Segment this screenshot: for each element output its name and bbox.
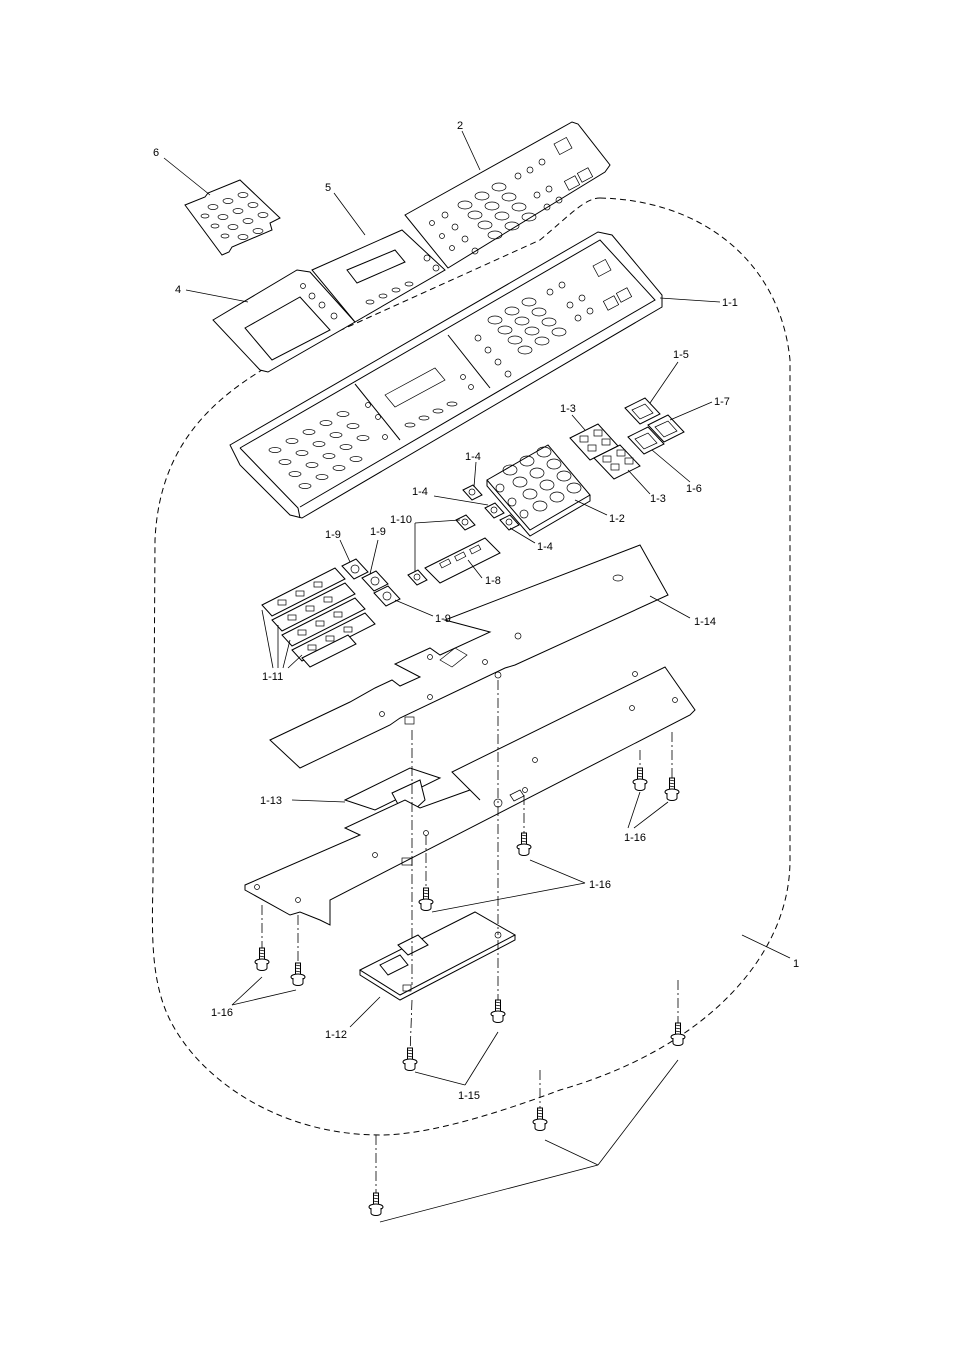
screw — [402, 1047, 418, 1071]
leader-lines — [163, 130, 791, 1223]
label-2: 2 — [457, 120, 463, 132]
screw — [290, 962, 306, 986]
part-1-10-key-lower — [407, 569, 428, 586]
label-1-3-lower: 1-3 — [650, 493, 666, 505]
label-1-8: 1-8 — [485, 575, 501, 587]
label-1-4-right: 1-4 — [537, 541, 553, 553]
label-1: 1 — [793, 958, 799, 970]
screw — [664, 777, 680, 801]
label-1-5: 1-5 — [673, 349, 689, 361]
label-1-7: 1-7 — [714, 396, 730, 408]
screw — [490, 999, 506, 1023]
part-labels: 6 5 2 4 1-1 1-5 1-7 1-3 1-6 1-3 1-4 1-4 … — [153, 120, 799, 1102]
screw — [670, 1022, 686, 1046]
part-1-4-key-c — [499, 514, 520, 531]
part-1-2-rubber-keypad — [486, 444, 591, 537]
label-1-16-right: 1-16 — [624, 832, 646, 844]
part-1-5-key — [624, 397, 661, 425]
label-1-14: 1-14 — [694, 616, 716, 628]
part-1-8-key-strip — [424, 537, 501, 584]
assembly-boundary — [151, 197, 791, 1136]
part-1-chassis-plate — [244, 666, 696, 926]
screw — [516, 832, 532, 856]
label-5: 6 — [153, 147, 159, 159]
part-1-11-key-array — [261, 567, 376, 668]
part-1-12-circuit-board — [358, 911, 517, 1001]
label-1-1: 1-1 — [722, 297, 738, 309]
label-1-6: 1-6 — [686, 483, 702, 495]
part-1-7-key — [647, 414, 685, 443]
label-1-2: 1-2 — [609, 513, 625, 525]
part-1-1-front-cover — [229, 231, 663, 519]
part-2-keypad-panel — [404, 121, 611, 269]
label-1-15: 1-15 — [458, 1090, 480, 1102]
label-4: 5 — [325, 182, 331, 194]
part-1-14-insulation-sheet — [269, 544, 669, 769]
part-4-display-panel — [311, 229, 446, 323]
label-3: 4 — [175, 284, 181, 296]
part-1-9-key-b — [361, 570, 389, 592]
label-1-4-left: 1-4 — [412, 486, 428, 498]
screw — [632, 767, 648, 791]
label-1-9-right: 1-9 — [435, 613, 451, 625]
screw — [418, 887, 434, 911]
label-1-3-upper: 1-3 — [560, 403, 576, 415]
part-1-4-key-b — [484, 502, 505, 519]
label-1-9-left: 1-9 — [325, 529, 341, 541]
label-1-13: 1-13 — [260, 795, 282, 807]
label-1-12: 1-12 — [325, 1029, 347, 1041]
part-1-10-key-upper — [455, 514, 476, 531]
label-1-11: 1-11 — [262, 671, 283, 683]
part-1-6-key — [627, 426, 665, 455]
screw — [368, 1192, 384, 1216]
screw — [532, 1107, 548, 1131]
label-1-16-left: 1-16 — [211, 1007, 233, 1019]
label-1-16-mid: 1-16 — [589, 879, 611, 891]
part-1-3-key-set-upper — [569, 423, 619, 461]
part-1-9-key-c — [373, 585, 401, 607]
label-1-4-top: 1-4 — [465, 451, 481, 463]
screw — [254, 947, 270, 971]
part-1-4-key-a — [462, 484, 483, 501]
label-1-9-mid: 1-9 — [370, 526, 386, 538]
part-5-key-overlay — [184, 179, 281, 256]
part-1-9-key-a — [341, 558, 369, 580]
part-3-lcd-panel — [212, 269, 356, 373]
label-1-10: 1-10 — [390, 514, 412, 526]
screws — [254, 767, 686, 1216]
assembly-axis-lines — [261, 680, 679, 1200]
